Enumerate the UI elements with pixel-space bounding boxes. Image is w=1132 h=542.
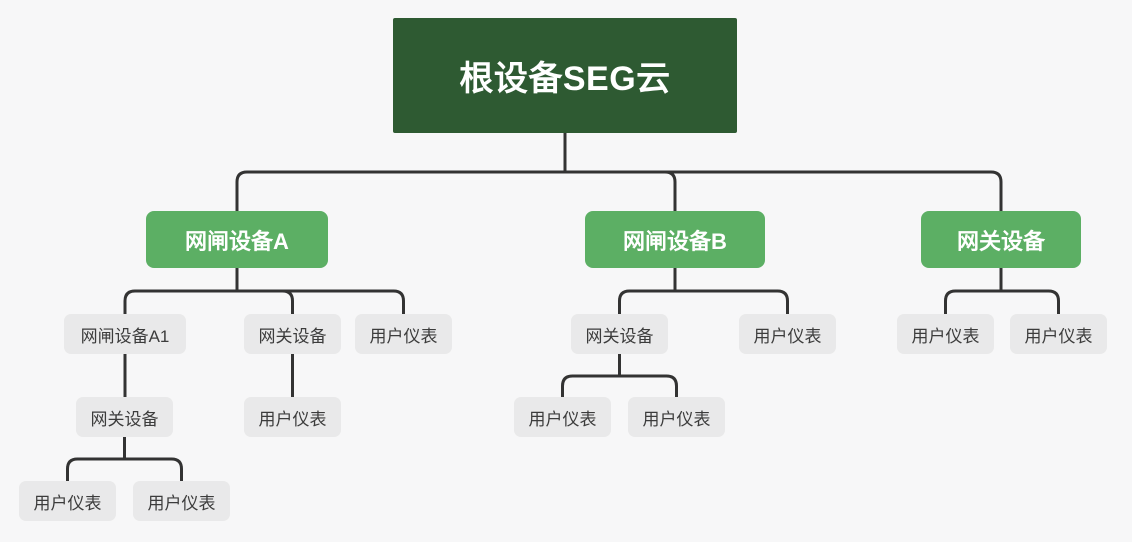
leaf-node-b2c1a[interactable]: 用户仪表 [514,397,611,437]
connector-elbow-b1c1a1 [66,457,125,481]
connector-elbow-b1 [235,170,565,211]
connector-elbow-b2c1a [561,374,620,397]
branch-node-b2[interactable]: 网闸设备B [585,211,765,268]
node-label: 用户仪表 [911,326,980,346]
connector-elbow-b1c1 [123,289,237,314]
node-label: 用户仪表 [258,409,327,429]
connector-elbow-b2c2 [675,289,789,314]
leaf-node-b1c2a[interactable]: 用户仪表 [244,397,341,437]
leaf-node-b1c1a2[interactable]: 用户仪表 [133,481,230,521]
leaf-node-b2c1[interactable]: 网关设备 [571,314,668,354]
leaf-node-b3c2[interactable]: 用户仪表 [1010,314,1107,354]
connector-elbow-b1c3 [237,289,405,314]
connector-elbow-b2c1b [619,374,678,397]
node-label: 网关设备 [956,228,1045,254]
node-label: 网关设备 [585,326,654,346]
node-label: 用户仪表 [1024,326,1093,346]
branch-node-b1[interactable]: 网闸设备A [146,211,328,268]
connector-elbow-b1c1a2 [124,457,183,481]
branch-node-b3[interactable]: 网关设备 [921,211,1081,268]
connector-elbow-b3c1 [944,289,1001,314]
leaf-node-b1c1[interactable]: 网闸设备A1 [64,314,186,354]
node-label: 用户仪表 [642,409,711,429]
node-label: 网关设备 [90,409,159,429]
root-node[interactable]: 根设备SEG云 [393,18,737,133]
connector-elbow-b2 [565,170,677,211]
connector-elbow-b1c2 [237,289,294,314]
node-label: 用户仪表 [753,326,822,346]
connector-elbow-b3c2 [1001,289,1060,314]
leaf-node-b2c2[interactable]: 用户仪表 [739,314,836,354]
leaf-node-b1c2[interactable]: 网关设备 [244,314,341,354]
node-label: 网闸设备B [623,228,727,254]
node-label: 网关设备 [258,326,327,346]
connector-elbow-b3 [565,170,1003,211]
leaf-node-b1c1a1[interactable]: 用户仪表 [19,481,116,521]
node-label: 网闸设备A [185,228,289,254]
leaf-node-b1c3[interactable]: 用户仪表 [355,314,452,354]
node-label: 用户仪表 [528,409,597,429]
leaf-node-b3c1[interactable]: 用户仪表 [897,314,994,354]
leaf-node-b1c1a[interactable]: 网关设备 [76,397,173,437]
node-label: 根设备SEG云 [459,60,671,98]
leaf-node-b2c1b[interactable]: 用户仪表 [628,397,725,437]
node-label: 用户仪表 [147,493,216,513]
node-label: 用户仪表 [33,493,102,513]
node-label: 网闸设备A1 [80,326,170,346]
node-label: 用户仪表 [369,326,438,346]
connector-elbow-b2c1 [618,289,675,314]
